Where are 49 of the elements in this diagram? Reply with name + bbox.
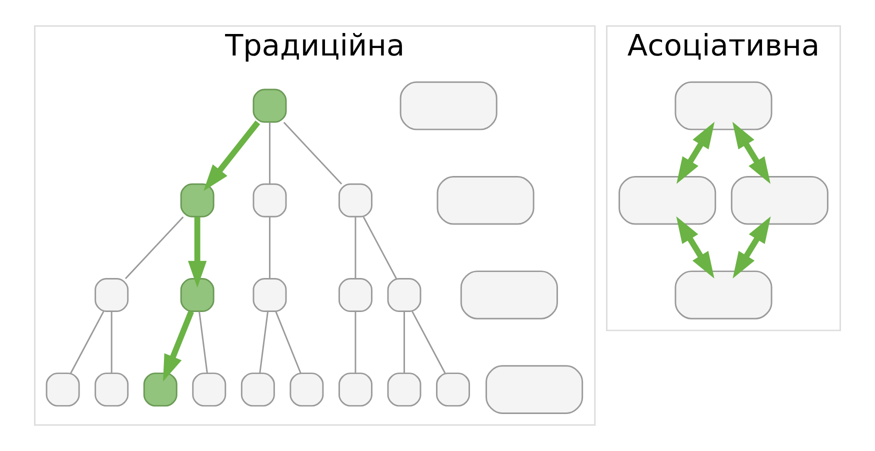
- node-box: [94, 278, 129, 312]
- node-box: [436, 176, 534, 225]
- connector: [198, 311, 208, 374]
- node-box: [94, 372, 129, 407]
- connector: [412, 311, 446, 374]
- node-box: [618, 176, 716, 225]
- node-box: [252, 278, 287, 312]
- node-box: [338, 278, 372, 312]
- node-box: [180, 278, 214, 312]
- node-box: [252, 183, 287, 218]
- node-box: [180, 183, 214, 218]
- node-box: [730, 176, 828, 225]
- node-box: [387, 278, 422, 312]
- node-box: [674, 81, 772, 130]
- node-box: [143, 372, 178, 407]
- node-box: [674, 270, 772, 320]
- cluster: Традиційна: [34, 25, 596, 426]
- connector: [110, 312, 112, 374]
- node-box: [240, 372, 275, 407]
- node-box: [436, 372, 470, 407]
- arrow: [732, 216, 771, 278]
- arrow: [163, 310, 194, 382]
- connector: [283, 122, 342, 185]
- arrow: [676, 122, 715, 184]
- connector: [259, 311, 269, 374]
- node-box: [460, 270, 558, 320]
- connector: [124, 216, 184, 280]
- node-box: [338, 183, 372, 218]
- node-box: [387, 372, 422, 407]
- connector: [354, 216, 356, 279]
- connector: [354, 312, 356, 374]
- arrow: [732, 122, 770, 184]
- node-box: [192, 372, 226, 407]
- node-box: [486, 365, 584, 414]
- arrow: [204, 120, 260, 192]
- node-box: [46, 372, 80, 407]
- connector: [269, 122, 270, 184]
- connector: [269, 216, 270, 279]
- node-box: [338, 372, 372, 407]
- node-box: [290, 372, 324, 407]
- cluster: Асоціативна: [606, 25, 841, 332]
- connector: [362, 216, 397, 279]
- node-box: [400, 81, 498, 130]
- connector: [70, 311, 104, 374]
- connector: [404, 312, 405, 374]
- node-box: [252, 88, 287, 123]
- arrow: [188, 216, 207, 288]
- arrow: [676, 216, 714, 278]
- connector: [275, 311, 302, 374]
